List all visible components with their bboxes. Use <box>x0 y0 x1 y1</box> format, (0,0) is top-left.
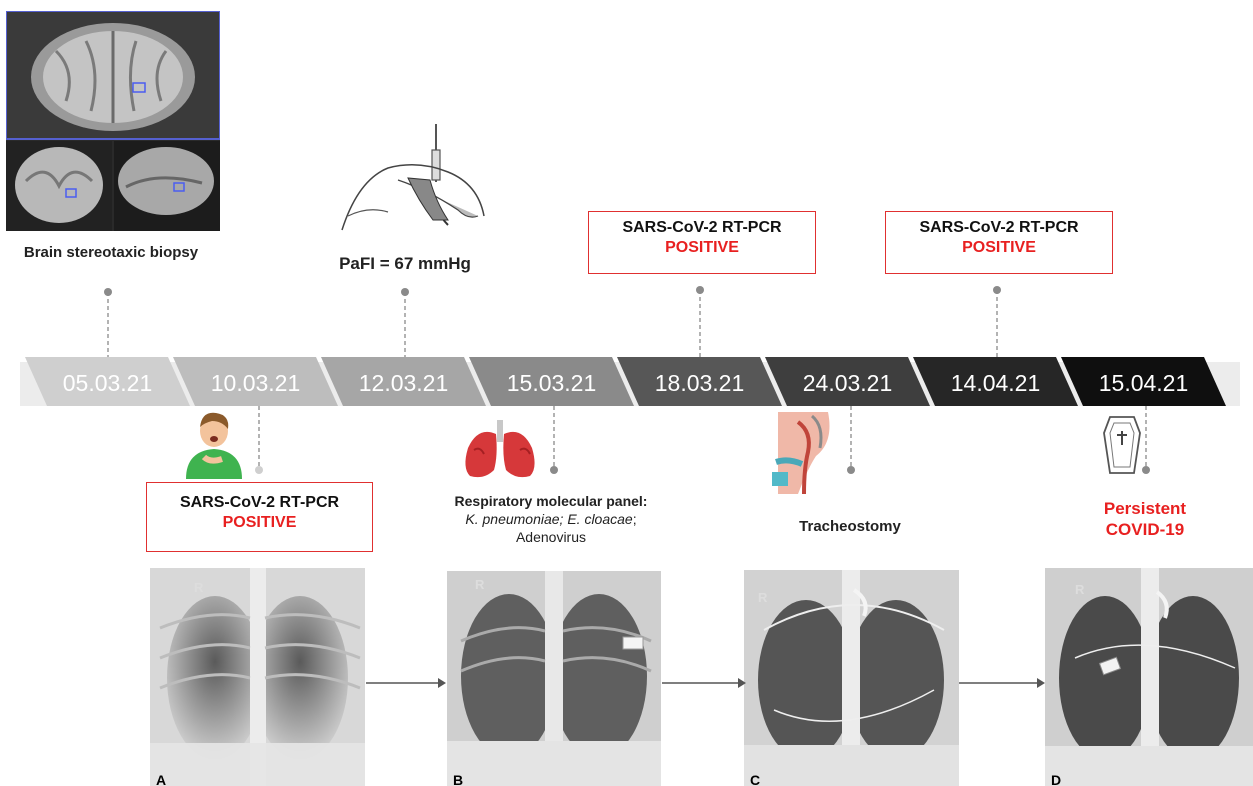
panel-organisms: K. pneumoniae; E. cloacae; <box>420 510 682 528</box>
ventilator-icon <box>338 120 488 250</box>
timeline-date-label: 24.03.21 <box>803 370 893 396</box>
timeline-segment <box>617 357 782 406</box>
timeline-dot <box>255 466 263 474</box>
lungs-icon <box>460 420 540 480</box>
timeline-segment <box>913 357 1078 406</box>
timeline-dot <box>401 288 409 296</box>
timeline-segment <box>765 357 930 406</box>
timeline-date-label: 14.04.21 <box>951 370 1041 396</box>
panel-separator: ; <box>633 511 637 527</box>
pcr-result-box-14-04: SARS-CoV-2 RT-PCR POSITIVE <box>885 211 1113 274</box>
respiratory-panel-text: Respiratory molecular panel: K. pneumoni… <box>420 492 682 546</box>
persistent-line1: Persistent <box>1085 498 1205 519</box>
timeline-segment <box>1061 357 1226 406</box>
timeline-date-label: 15.04.21 <box>1099 370 1189 396</box>
timeline-track <box>20 362 1240 406</box>
timeline-segment <box>321 357 486 406</box>
timeline-dot <box>550 466 558 474</box>
timeline-dot <box>847 466 855 474</box>
timeline-date-label: 10.03.21 <box>211 370 301 396</box>
timeline-date-label: 05.03.21 <box>63 370 153 396</box>
pafi-label: PaFI = 67 mmHg <box>305 254 505 274</box>
timeline-dot <box>104 288 112 296</box>
panel-organisms-italic: K. pneumoniae; E. cloacae <box>465 511 632 527</box>
xray-side-mark: R <box>1075 582 1084 597</box>
timeline-date-label: 15.03.21 <box>507 370 597 396</box>
panel-title: Respiratory molecular panel: <box>420 492 682 510</box>
xray-side-mark: R <box>194 580 203 595</box>
xray-image-a: R A <box>150 568 365 786</box>
xray-side-mark: R <box>475 577 484 592</box>
xray-image-d: R D <box>1045 568 1253 786</box>
pcr-positive: POSITIVE <box>886 238 1112 258</box>
timeline-dot <box>696 286 704 294</box>
pcr-positive: POSITIVE <box>589 238 815 258</box>
timeline-segment <box>25 357 190 406</box>
pcr-result-box-18-03: SARS-CoV-2 RT-PCR POSITIVE <box>588 211 816 274</box>
pcr-title: SARS-CoV-2 RT-PCR <box>622 219 781 236</box>
xray-letter: C <box>750 772 760 786</box>
pcr-result-box-10-03: SARS-CoV-2 RT-PCR POSITIVE <box>146 482 373 552</box>
persistent-line2: COVID-19 <box>1085 519 1205 540</box>
coffin-icon <box>1100 415 1144 475</box>
persistent-covid-label: Persistent COVID-19 <box>1085 498 1205 540</box>
timeline-dot <box>993 286 1001 294</box>
arrow-right-icon <box>959 676 1045 690</box>
pcr-positive: POSITIVE <box>147 513 372 533</box>
xray-image-b: R B <box>447 571 661 786</box>
xray-image-c: R C <box>744 570 959 786</box>
timeline-date-label: 12.03.21 <box>359 370 449 396</box>
xray-side-mark: R <box>758 590 767 605</box>
sick-person-icon <box>182 407 246 479</box>
tracheostomy-icon <box>768 412 840 494</box>
xray-letter: A <box>156 772 166 786</box>
biopsy-label: Brain stereotaxic biopsy <box>22 243 200 263</box>
timeline-segment <box>469 357 634 406</box>
panel-virus: Adenovirus <box>420 528 682 546</box>
xray-letter: D <box>1051 772 1061 786</box>
arrow-right-icon <box>366 676 446 690</box>
xray-letter: B <box>453 772 463 786</box>
brain-mri-image <box>6 11 220 231</box>
arrow-right-icon <box>662 676 746 690</box>
tracheostomy-label: Tracheostomy <box>775 518 925 535</box>
pcr-title: SARS-CoV-2 RT-PCR <box>919 219 1078 236</box>
timeline-segment <box>173 357 338 406</box>
timeline-date-label: 18.03.21 <box>655 370 745 396</box>
pcr-title: SARS-CoV-2 RT-PCR <box>180 494 339 511</box>
